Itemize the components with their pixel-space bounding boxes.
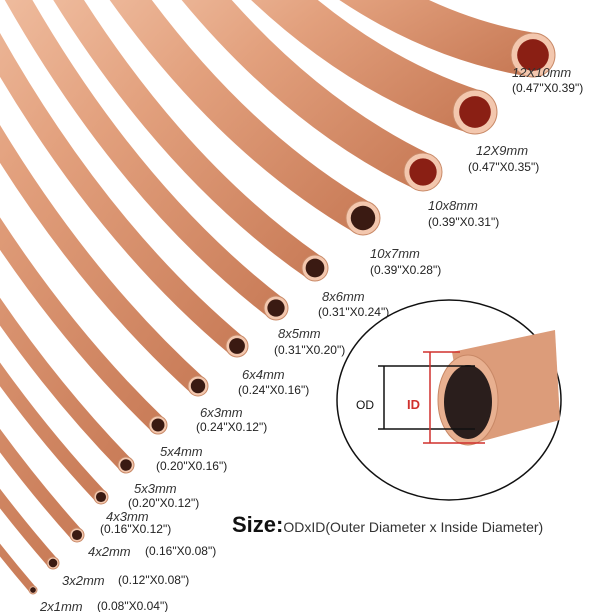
- tube-size-inch: (0.47"X0.35"): [468, 160, 540, 174]
- tube-size-inch: (0.47"X0.39"): [512, 81, 584, 95]
- copper-tube: [339, 0, 537, 77]
- size-label: Size:: [232, 512, 284, 537]
- detail-circle: [336, 299, 562, 501]
- tube-size-inch: (0.31"X0.20"): [274, 343, 346, 357]
- tube-size-mm: 10x8mm: [428, 198, 478, 213]
- tube-size-mm: 3x2mm: [62, 573, 105, 588]
- tube-size-inch: (0.39"X0.31"): [428, 215, 500, 229]
- tube-size-mm: 5x3mm: [134, 481, 177, 496]
- tube-bore: [350, 205, 376, 231]
- tube-bore: [190, 378, 206, 394]
- copper-tube: [0, 217, 165, 432]
- tube-size-mm: 2x1mm: [40, 599, 83, 612]
- tube-bore: [305, 258, 325, 278]
- tube-bore: [409, 158, 437, 186]
- copper-tube: [53, 0, 323, 279]
- tube-size-mm: 8x5mm: [278, 326, 321, 341]
- tube-size-inch: (0.24"X0.12"): [196, 420, 268, 434]
- tube-size-inch: (0.12"X0.08"): [118, 573, 190, 587]
- tube-bore: [267, 299, 285, 317]
- tube-size-mm: 10x7mm: [370, 246, 420, 261]
- tube-size-inch: (0.24"X0.16"): [238, 383, 310, 397]
- tube-bore: [30, 587, 36, 593]
- size-description: ODxID(Outer Diameter x Inside Diameter): [283, 519, 544, 535]
- copper-tube: [181, 0, 432, 190]
- copper-tube: [109, 0, 372, 233]
- tube-size-inch: (0.20"X0.16"): [156, 459, 228, 473]
- tube-bore: [229, 338, 245, 354]
- tube-bore: [151, 418, 165, 432]
- tube-size-mm: 6x3mm: [200, 405, 243, 420]
- tube-size-inch: (0.31"X0.24"): [318, 305, 390, 319]
- copper-tube: [0, 297, 132, 471]
- tube-bore: [71, 529, 83, 541]
- copper-tube: [0, 362, 107, 502]
- tube-bore: [517, 39, 549, 71]
- tube-size-mm: 6x4mm: [242, 367, 285, 382]
- tube-size-inch: (0.08"X0.04"): [97, 599, 169, 612]
- tube-size-inch: (0.39"X0.28"): [370, 263, 442, 277]
- tube-size-mm: 4x3mm: [106, 509, 149, 524]
- copper-tube: [251, 0, 482, 133]
- tube-bore: [48, 558, 58, 568]
- copper-tube: [0, 428, 83, 540]
- tube-size-inch: (0.16"X0.12"): [100, 522, 172, 536]
- detail-tube-bore: [444, 365, 492, 439]
- od-label: OD: [356, 398, 374, 412]
- tube-bore: [120, 459, 132, 471]
- copper-tube: [4, 0, 284, 318]
- tube-bore: [95, 491, 107, 503]
- tube-size-inch: (0.20"X0.12"): [128, 496, 200, 510]
- tube-bore: [459, 96, 491, 128]
- tube-size-mm: 4x2mm: [88, 544, 131, 559]
- tube-size-mm: 5x4mm: [160, 444, 203, 459]
- id-label: ID: [407, 397, 420, 412]
- tube-size-mm: 12X10mm: [512, 65, 572, 80]
- size-caption: Size:ODxID(Outer Diameter x Inside Diame…: [232, 512, 543, 538]
- tube-size-inch: (0.16"X0.08"): [145, 544, 217, 558]
- tube-size-mm: 8x6mm: [322, 289, 365, 304]
- tube-size-mm: 12X9mm: [476, 143, 529, 158]
- copper-tube: [0, 32, 245, 355]
- copper-tube: [0, 124, 205, 394]
